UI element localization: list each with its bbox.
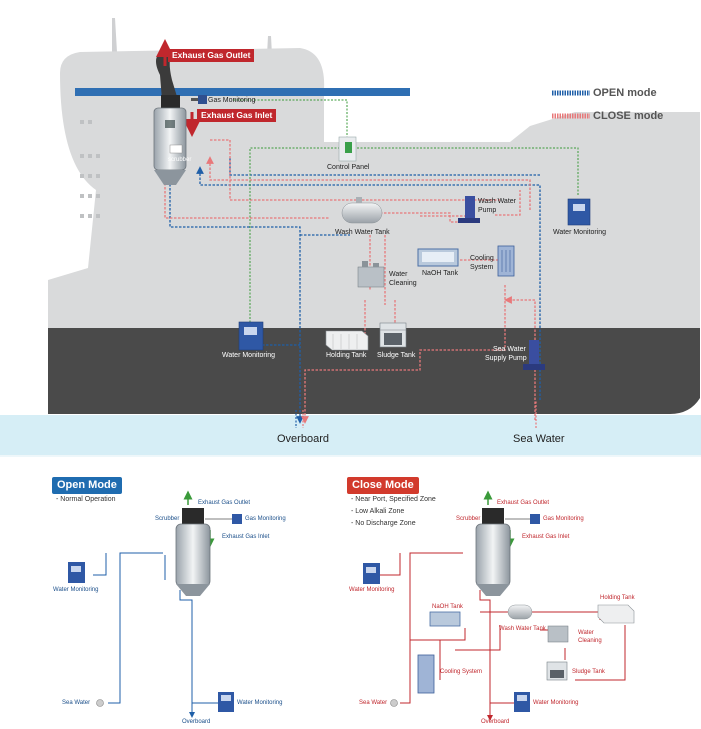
open-overboard-label: Overboard (182, 719, 211, 725)
holding-tank-unit (325, 330, 369, 351)
cooling-system-label-1: Cooling (470, 255, 494, 262)
close-mode-note-3: - No Discharge Zone (351, 520, 416, 527)
sea-water-pump-label-1: Sea Water (493, 346, 526, 353)
open-exhaust-inlet-label: Exhaust Gas Inlet (222, 534, 270, 540)
open-gas-monitoring-label: Gas Monitoring (245, 516, 286, 522)
water-monitoring-right-label: Water Monitoring (553, 229, 607, 236)
close-gas-monitoring-label: Gas Monitoring (543, 516, 584, 522)
exhaust-outlet-banner: Exhaust Gas Outlet (168, 49, 255, 62)
close-water-monitoring-left-label: Water Monitoring (349, 587, 395, 593)
close-mode-diagram (363, 490, 635, 721)
close-water-cleaning-label-1: Water (578, 630, 594, 636)
open-water-monitoring-bottom-label: Water Monitoring (237, 700, 283, 706)
gas-monitor-unit (191, 95, 207, 104)
wash-water-pump-unit (458, 196, 480, 223)
holding-tank-label: Holding Tank (326, 352, 367, 359)
water-cleaning-unit (357, 261, 385, 288)
overboard-label: Overboard (277, 433, 329, 445)
naoh-tank-unit (417, 248, 459, 267)
wash-water-tank-label: Wash Water Tank (335, 229, 390, 236)
open-water-monitoring-left-label: Water Monitoring (53, 587, 99, 593)
close-naoh-tank-label: NaOH Tank (432, 604, 463, 610)
close-overboard-label: Overboard (481, 719, 510, 725)
close-mode-title: Close Mode (347, 477, 419, 494)
close-scrubber-label: Scrubber (456, 516, 481, 522)
sea-band (0, 415, 701, 455)
close-holding-tank-label: Holding Tank (600, 595, 635, 601)
close-mode-note-2: - Low Alkali Zone (351, 508, 405, 515)
scrubber-unit (153, 107, 187, 185)
close-sludge-tank-label: Sludge Tank (572, 669, 605, 675)
open-mode-title: Open Mode (52, 477, 122, 494)
close-mode-note-1: - Near Port, Specified Zone (351, 496, 436, 503)
sludge-tank-unit (379, 322, 407, 348)
close-sea-water-label: Sea Water (359, 700, 388, 706)
open-mode-note: - Normal Operation (56, 496, 116, 503)
scrubber-badge: scrubber (168, 157, 192, 163)
water-monitoring-left-label: Water Monitoring (222, 352, 276, 359)
close-water-monitoring-bottom-label: Water Monitoring (533, 700, 579, 706)
wash-water-pump-label-2: Pump (478, 207, 497, 214)
sea-water-label: Sea Water (513, 433, 565, 445)
open-mode-diagram (68, 490, 242, 718)
legend-close-label: CLOSE mode (593, 110, 664, 122)
wash-water-tank-unit (341, 197, 383, 224)
cooling-system-label-2: System (470, 264, 494, 271)
open-scrubber-label: Scrubber (155, 516, 180, 522)
close-exhaust-inlet-label: Exhaust Gas Inlet (522, 534, 570, 540)
water-monitor-right-unit (567, 198, 591, 226)
open-exhaust-outlet-label: Exhaust Gas Outlet (198, 500, 251, 506)
wash-water-pump-label-1: Wash Water (478, 198, 516, 205)
sea-water-pump-label-2: Supply Pump (485, 355, 527, 362)
gas-monitoring-label: Gas Monitoring (208, 97, 256, 104)
control-lines (233, 99, 579, 330)
exhaust-inlet-banner: Exhaust Gas Inlet (197, 109, 277, 122)
close-cooling-system-label: Cooling System (440, 669, 483, 675)
water-cleaning-label-1: Water (389, 271, 408, 278)
cooling-system-unit (497, 245, 515, 277)
control-panel-label: Control Panel (327, 164, 370, 171)
legend-open-label: OPEN mode (593, 87, 657, 99)
water-monitor-left-unit (238, 321, 264, 351)
exhaust-pipe (156, 50, 180, 109)
water-cleaning-label-2: Cleaning (389, 280, 417, 287)
open-sea-water-label: Sea Water (62, 700, 91, 706)
naoh-tank-label: NaOH Tank (422, 270, 459, 277)
control-panel-unit (338, 136, 357, 162)
close-exhaust-outlet-label: Exhaust Gas Outlet (497, 500, 550, 506)
ship-hull (48, 328, 700, 414)
sludge-tank-label: Sludge Tank (377, 352, 416, 359)
close-water-cleaning-label-2: Cleaning (578, 638, 602, 644)
close-wash-water-tank-label: Wash Water Tank (499, 626, 546, 632)
sea-water-pump-unit (523, 340, 545, 370)
